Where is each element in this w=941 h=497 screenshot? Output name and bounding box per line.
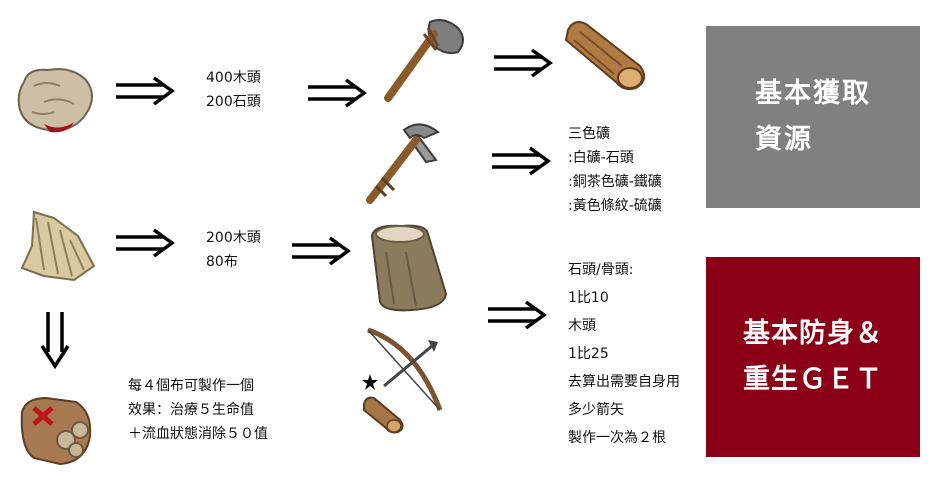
ore-white: :白礦-石頭 bbox=[568, 150, 634, 166]
gather-box-line: 基本獲取 bbox=[755, 78, 871, 109]
wood-log-small-icon bbox=[360, 394, 406, 434]
sleeping-bag-icon bbox=[366, 222, 450, 314]
defense-box-line: 基本防身＆ bbox=[743, 318, 883, 349]
rock-icon bbox=[14, 62, 98, 136]
star-icon bbox=[362, 374, 378, 390]
arrow-info-line: 多少箭矢 bbox=[568, 402, 624, 418]
ore-info: 三色礦 :白礦-石頭 :銅茶色礦-鐵礦 :黃色條紋-硫礦 bbox=[568, 122, 662, 218]
cost-cloth: 80布 bbox=[206, 254, 238, 270]
arrow-info-line: 去算出需要自身用 bbox=[568, 374, 680, 390]
bow-icon bbox=[356, 326, 456, 436]
defense-box-line: 重生ＧＥＴ bbox=[743, 364, 883, 395]
arrow-cost-to-tools bbox=[306, 78, 368, 108]
arrow-pickaxe-to-ores bbox=[490, 146, 552, 176]
wood-log-icon bbox=[560, 16, 650, 92]
bandage-info: 每４個布可製作一個 效果：治療５生命值 ＋流血狀態消除５０值 bbox=[128, 374, 268, 446]
arrow-rock-to-cost bbox=[114, 76, 176, 106]
row1-cost: 400木頭 200石頭 bbox=[206, 66, 261, 114]
arrow-info-line: 1比25 bbox=[568, 346, 609, 362]
cost-wood: 200木頭 bbox=[206, 230, 261, 246]
arrow-info-line: 製作一次為２根 bbox=[568, 430, 666, 446]
ore-copper: :銅茶色礦-鐵礦 bbox=[568, 174, 662, 190]
arrow-info-line: 石頭/骨頭: bbox=[568, 262, 634, 278]
arrow-hatchet-to-wood bbox=[492, 48, 554, 78]
ore-yellow: :黃色條紋-硫礦 bbox=[568, 198, 662, 214]
arrow-info-line: 1比10 bbox=[568, 290, 609, 306]
bandage-info-line: ＋流血狀態消除５０值 bbox=[128, 426, 268, 442]
bandage-info-line: 效果：治療５生命值 bbox=[128, 402, 254, 418]
arrow-bow-to-arrows bbox=[486, 300, 548, 330]
arrow-cost-to-sleepingbag bbox=[290, 236, 352, 266]
down-arrow-icon bbox=[38, 310, 72, 370]
cost-stone: 200石頭 bbox=[206, 94, 261, 110]
gather-box-line: 資源 bbox=[755, 124, 813, 155]
cost-wood: 400木頭 bbox=[206, 70, 261, 86]
cloth-icon bbox=[14, 206, 98, 288]
ore-title: 三色礦 bbox=[568, 126, 610, 142]
arrow-info-line: 木頭 bbox=[568, 318, 596, 334]
stone-hatchet-icon bbox=[378, 14, 472, 104]
row2-cost: 200木頭 80布 bbox=[206, 226, 261, 274]
gather-resources-box: 基本獲取 資源 bbox=[706, 26, 920, 208]
bandage-icon bbox=[16, 392, 96, 468]
stone-pickaxe-icon bbox=[360, 120, 446, 206]
bandage-info-line: 每４個布可製作一個 bbox=[128, 378, 254, 394]
defense-respawn-box: 基本防身＆ 重生ＧＥＴ bbox=[706, 257, 920, 457]
arrow-info: 石頭/骨頭: 1比10 木頭 1比25 去算出需要自身用 多少箭矢 製作一次為２… bbox=[568, 256, 680, 452]
arrow-cloth-to-cost bbox=[114, 228, 176, 258]
